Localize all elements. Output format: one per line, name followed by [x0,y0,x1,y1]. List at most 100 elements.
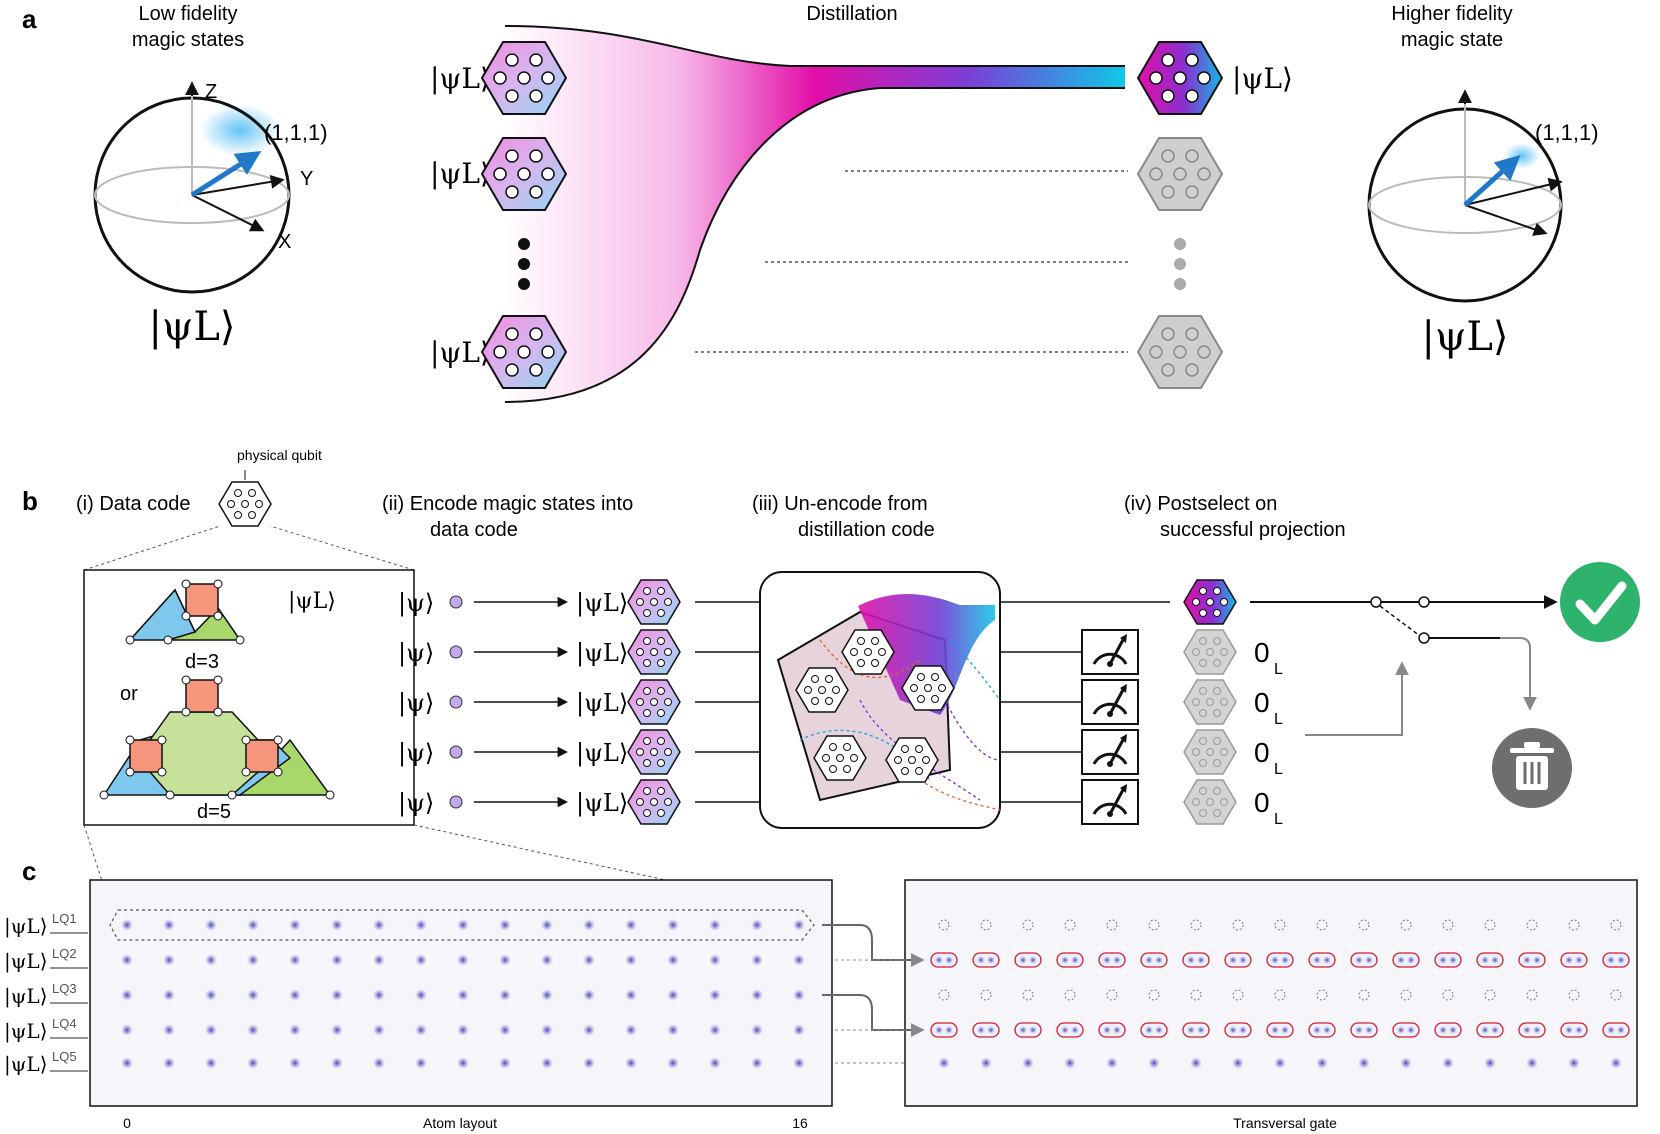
atom [625,954,637,966]
atom [980,1057,992,1069]
atom [1523,956,1531,964]
atom [541,989,553,1001]
atom [793,1057,805,1069]
atom [1103,1026,1111,1034]
output-hex-gray [1183,679,1237,725]
atom [793,954,805,966]
atom [625,1024,637,1036]
state-vector [1463,154,1521,207]
physical-qubit-label: physical qubit [237,447,322,463]
hex-gray-1 [1137,137,1223,211]
atom [289,1024,301,1036]
atom [793,989,805,1001]
atom [1397,1026,1405,1034]
atom [945,956,953,964]
ket-input-2: |ψL⟩ [430,157,491,190]
transversal-gate-caption: Transversal gate [1233,1115,1337,1131]
zero-l-label: 0 [1254,787,1270,818]
atom [1358,1057,1370,1069]
empty-site [980,919,992,931]
empty-site [1148,989,1160,1001]
atom [1323,956,1331,964]
atom [977,956,985,964]
ket-psi: |ψ⟩ [398,639,434,668]
atom [583,1024,595,1036]
ket-right-large: |ψL⟩ [1421,314,1508,360]
gate-pair [1224,1022,1252,1038]
gate-pair [1476,952,1504,968]
atom [205,919,217,931]
empty-site [1484,919,1496,931]
axis-z-label: Z [205,81,217,103]
atom [1187,956,1195,964]
x-axis-arrow [1464,204,1548,236]
atom [1071,1026,1079,1034]
atom [667,919,679,931]
ket-psi-l: |ψL⟩ [576,589,628,618]
trash-icon [1492,728,1572,808]
gate-pair [1518,952,1546,968]
atom [667,954,679,966]
ellipsis-dot [1174,258,1186,270]
gate-pair [1014,1022,1042,1038]
atom [1397,956,1405,964]
empty-site [1610,989,1622,1001]
atom [1281,956,1289,964]
atom [163,919,175,931]
y-axis-arrow [191,174,285,196]
atom [709,954,721,966]
axis-y-label: Y [300,168,313,190]
ellipsis-dot [518,278,530,290]
gate-pair [1434,952,1462,968]
output-hex-high [1183,579,1237,625]
postselect-switch [1250,595,1558,736]
atom [709,989,721,1001]
lq-label: LQ5 [52,1049,77,1064]
zero-l-subscript: L [1274,761,1283,778]
right-title-line2: magic state [1401,29,1503,51]
atom [1439,956,1447,964]
empty-site [1064,989,1076,1001]
hex-high-fidelity [1137,41,1223,115]
gate-pair [1140,1022,1168,1038]
atom [1355,956,1363,964]
empty-site [1526,919,1538,931]
atom [625,1057,637,1069]
empty-site [980,989,992,1001]
atom [205,989,217,1001]
gate-pair [1392,952,1420,968]
lq1-highlight [109,909,815,941]
atom [1239,956,1247,964]
step-3-line1: (iii) Un-encode from [752,493,928,515]
atom [1190,1057,1202,1069]
physical-qubit-dot [449,795,463,809]
empty-site [1568,919,1580,931]
step-2-line1: (ii) Encode magic states into [382,493,633,515]
atom [1607,1026,1615,1034]
gate-pair [1476,1022,1504,1038]
atom [1229,1026,1237,1034]
ket-psi: |ψ⟩ [398,689,434,718]
atoms-right [930,919,1630,1069]
atom [1148,1057,1160,1069]
atom [1103,956,1111,964]
center-title: Distillation [806,3,897,25]
atom [289,954,301,966]
atom [1400,1057,1412,1069]
atom [1281,1026,1289,1034]
atom [1533,956,1541,964]
atom [457,1057,469,1069]
point-label-right: (1,1,1) [1535,120,1599,145]
empty-site [1484,989,1496,1001]
atom [121,1024,133,1036]
gate-pair [1098,952,1126,968]
atoms-left [121,919,805,1069]
atom [667,1024,679,1036]
atom [247,1057,259,1069]
atom [1575,956,1583,964]
lq-ket: |ψL⟩ [4,984,48,1009]
lq-ket: |ψL⟩ [4,949,48,974]
atom [709,1024,721,1036]
empty-site [1064,919,1076,931]
